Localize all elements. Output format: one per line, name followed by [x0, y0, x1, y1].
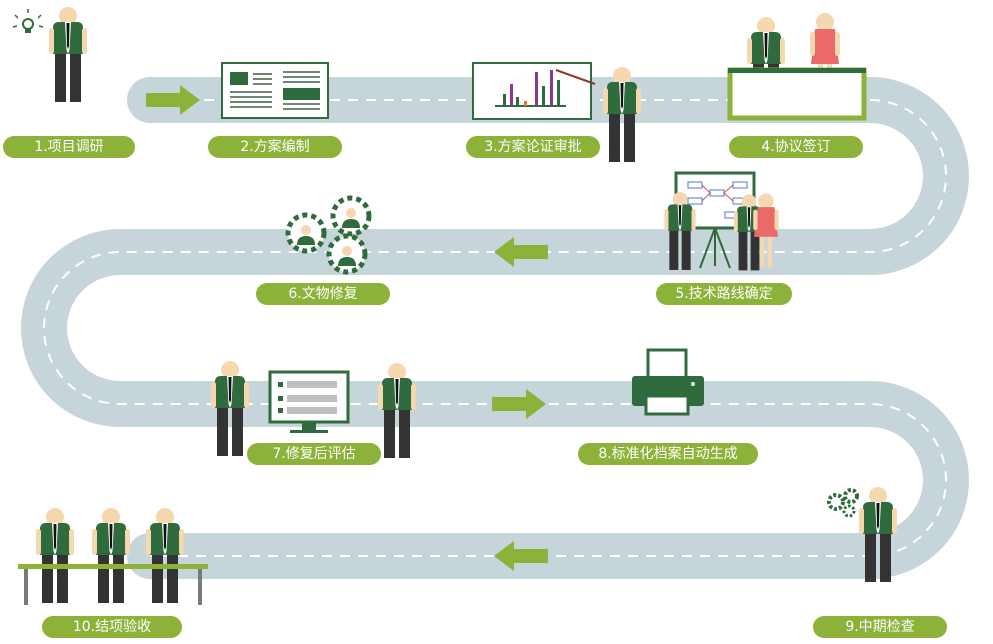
step-label-8: 8.标准化档案自动生成 — [578, 443, 758, 465]
step-label-9: 9.中期检查 — [813, 616, 947, 638]
signing-desk — [727, 67, 867, 121]
arrow-right-1 — [146, 85, 200, 115]
plan-document-icon — [221, 62, 329, 119]
step-label-5: 5.技术路线确定 — [656, 283, 792, 305]
step-label-4: 4.协议签订 — [729, 136, 863, 158]
step-label-6: 6.文物修复 — [256, 283, 390, 305]
road — [21, 77, 969, 579]
lightbulb-icon — [12, 9, 44, 33]
presentation-board — [472, 62, 596, 120]
arrow-left-4 — [494, 541, 548, 571]
step-label-10: 10.结项验收 — [42, 616, 182, 638]
step-label-2: 2.方案编制 — [208, 136, 342, 158]
step-label-1: 1.项目调研 — [3, 136, 135, 158]
assessment-monitor — [268, 370, 350, 433]
arrow-left-2 — [494, 237, 548, 267]
step-label-3: 3.方案论证审批 — [466, 136, 600, 158]
acceptance-panel-figures — [36, 508, 184, 603]
acceptance-table — [18, 564, 208, 605]
road-center-dash — [43, 99, 947, 557]
gears-icon — [827, 488, 859, 518]
researcher-figure — [49, 7, 87, 102]
step-label-7: 7.修复后评估 — [247, 443, 381, 465]
arrow-right-3 — [492, 389, 546, 419]
printer-icon — [632, 348, 704, 416]
